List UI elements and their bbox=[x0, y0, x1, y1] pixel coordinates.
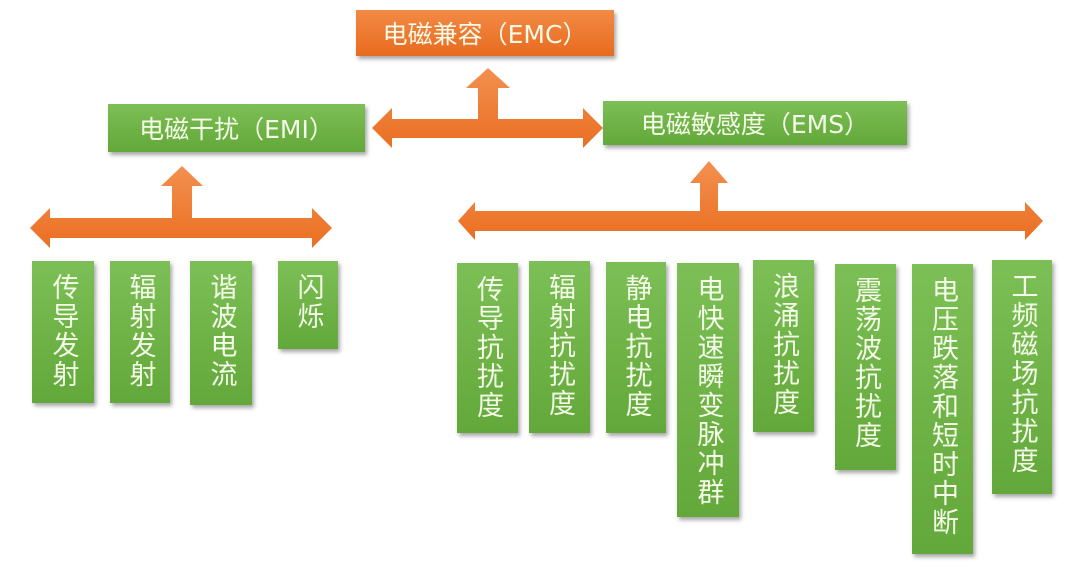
ems-child-label: 工频磁场抗扰度 bbox=[1006, 272, 1038, 475]
emi-node: 电磁干扰（EMI） bbox=[108, 104, 365, 152]
ems-child-node: 震荡波抗扰度 bbox=[835, 264, 896, 470]
ems-child-label: 浪涌抗扰度 bbox=[768, 272, 799, 417]
ems-child-node: 电快速瞬变脉冲群 bbox=[677, 263, 739, 517]
emi-child-node: 闪烁 bbox=[278, 261, 338, 349]
ems-child-node: 静电抗扰度 bbox=[606, 262, 666, 433]
ems-child-label: 辐射抗扰度 bbox=[544, 273, 575, 418]
ems-child-node: 浪涌抗扰度 bbox=[753, 260, 814, 432]
emi-child-label: 传导发射 bbox=[47, 273, 79, 389]
ems-child-label: 震荡波抗扰度 bbox=[850, 276, 881, 450]
ems-label: 电磁敏感度（EMS） bbox=[640, 110, 870, 139]
ems-child-label: 静电抗扰度 bbox=[620, 274, 652, 419]
ems-child-label: 电快速瞬变脉冲群 bbox=[692, 275, 724, 507]
ems-node: 电磁敏感度（EMS） bbox=[603, 101, 907, 145]
ems-child-node: 辐射抗扰度 bbox=[529, 261, 590, 433]
emc-connector-arrow bbox=[372, 68, 603, 148]
emi-child-label: 闪烁 bbox=[292, 273, 324, 331]
emi-child-node: 传导发射 bbox=[32, 261, 94, 403]
emi-child-node: 辐射发射 bbox=[110, 261, 170, 403]
emc-label: 电磁兼容（EMC） bbox=[382, 20, 588, 49]
emc-node: 电磁兼容（EMC） bbox=[356, 10, 614, 56]
emi-child-node: 谐波电流 bbox=[190, 261, 252, 405]
ems-connector-arrow bbox=[458, 161, 1043, 240]
emi-connector-arrow bbox=[30, 166, 332, 248]
ems-child-node: 工频磁场抗扰度 bbox=[992, 260, 1052, 494]
ems-child-label: 传导抗扰度 bbox=[472, 275, 503, 420]
emi-child-label: 辐射发射 bbox=[124, 273, 156, 389]
emi-label: 电磁干扰（EMI） bbox=[139, 115, 334, 144]
emi-child-label: 谐波电流 bbox=[205, 273, 237, 389]
ems-child-node: 电压跌落和短时中断 bbox=[912, 264, 973, 554]
ems-child-node: 传导抗扰度 bbox=[457, 263, 518, 433]
ems-child-label: 电压跌落和短时中断 bbox=[927, 276, 958, 537]
